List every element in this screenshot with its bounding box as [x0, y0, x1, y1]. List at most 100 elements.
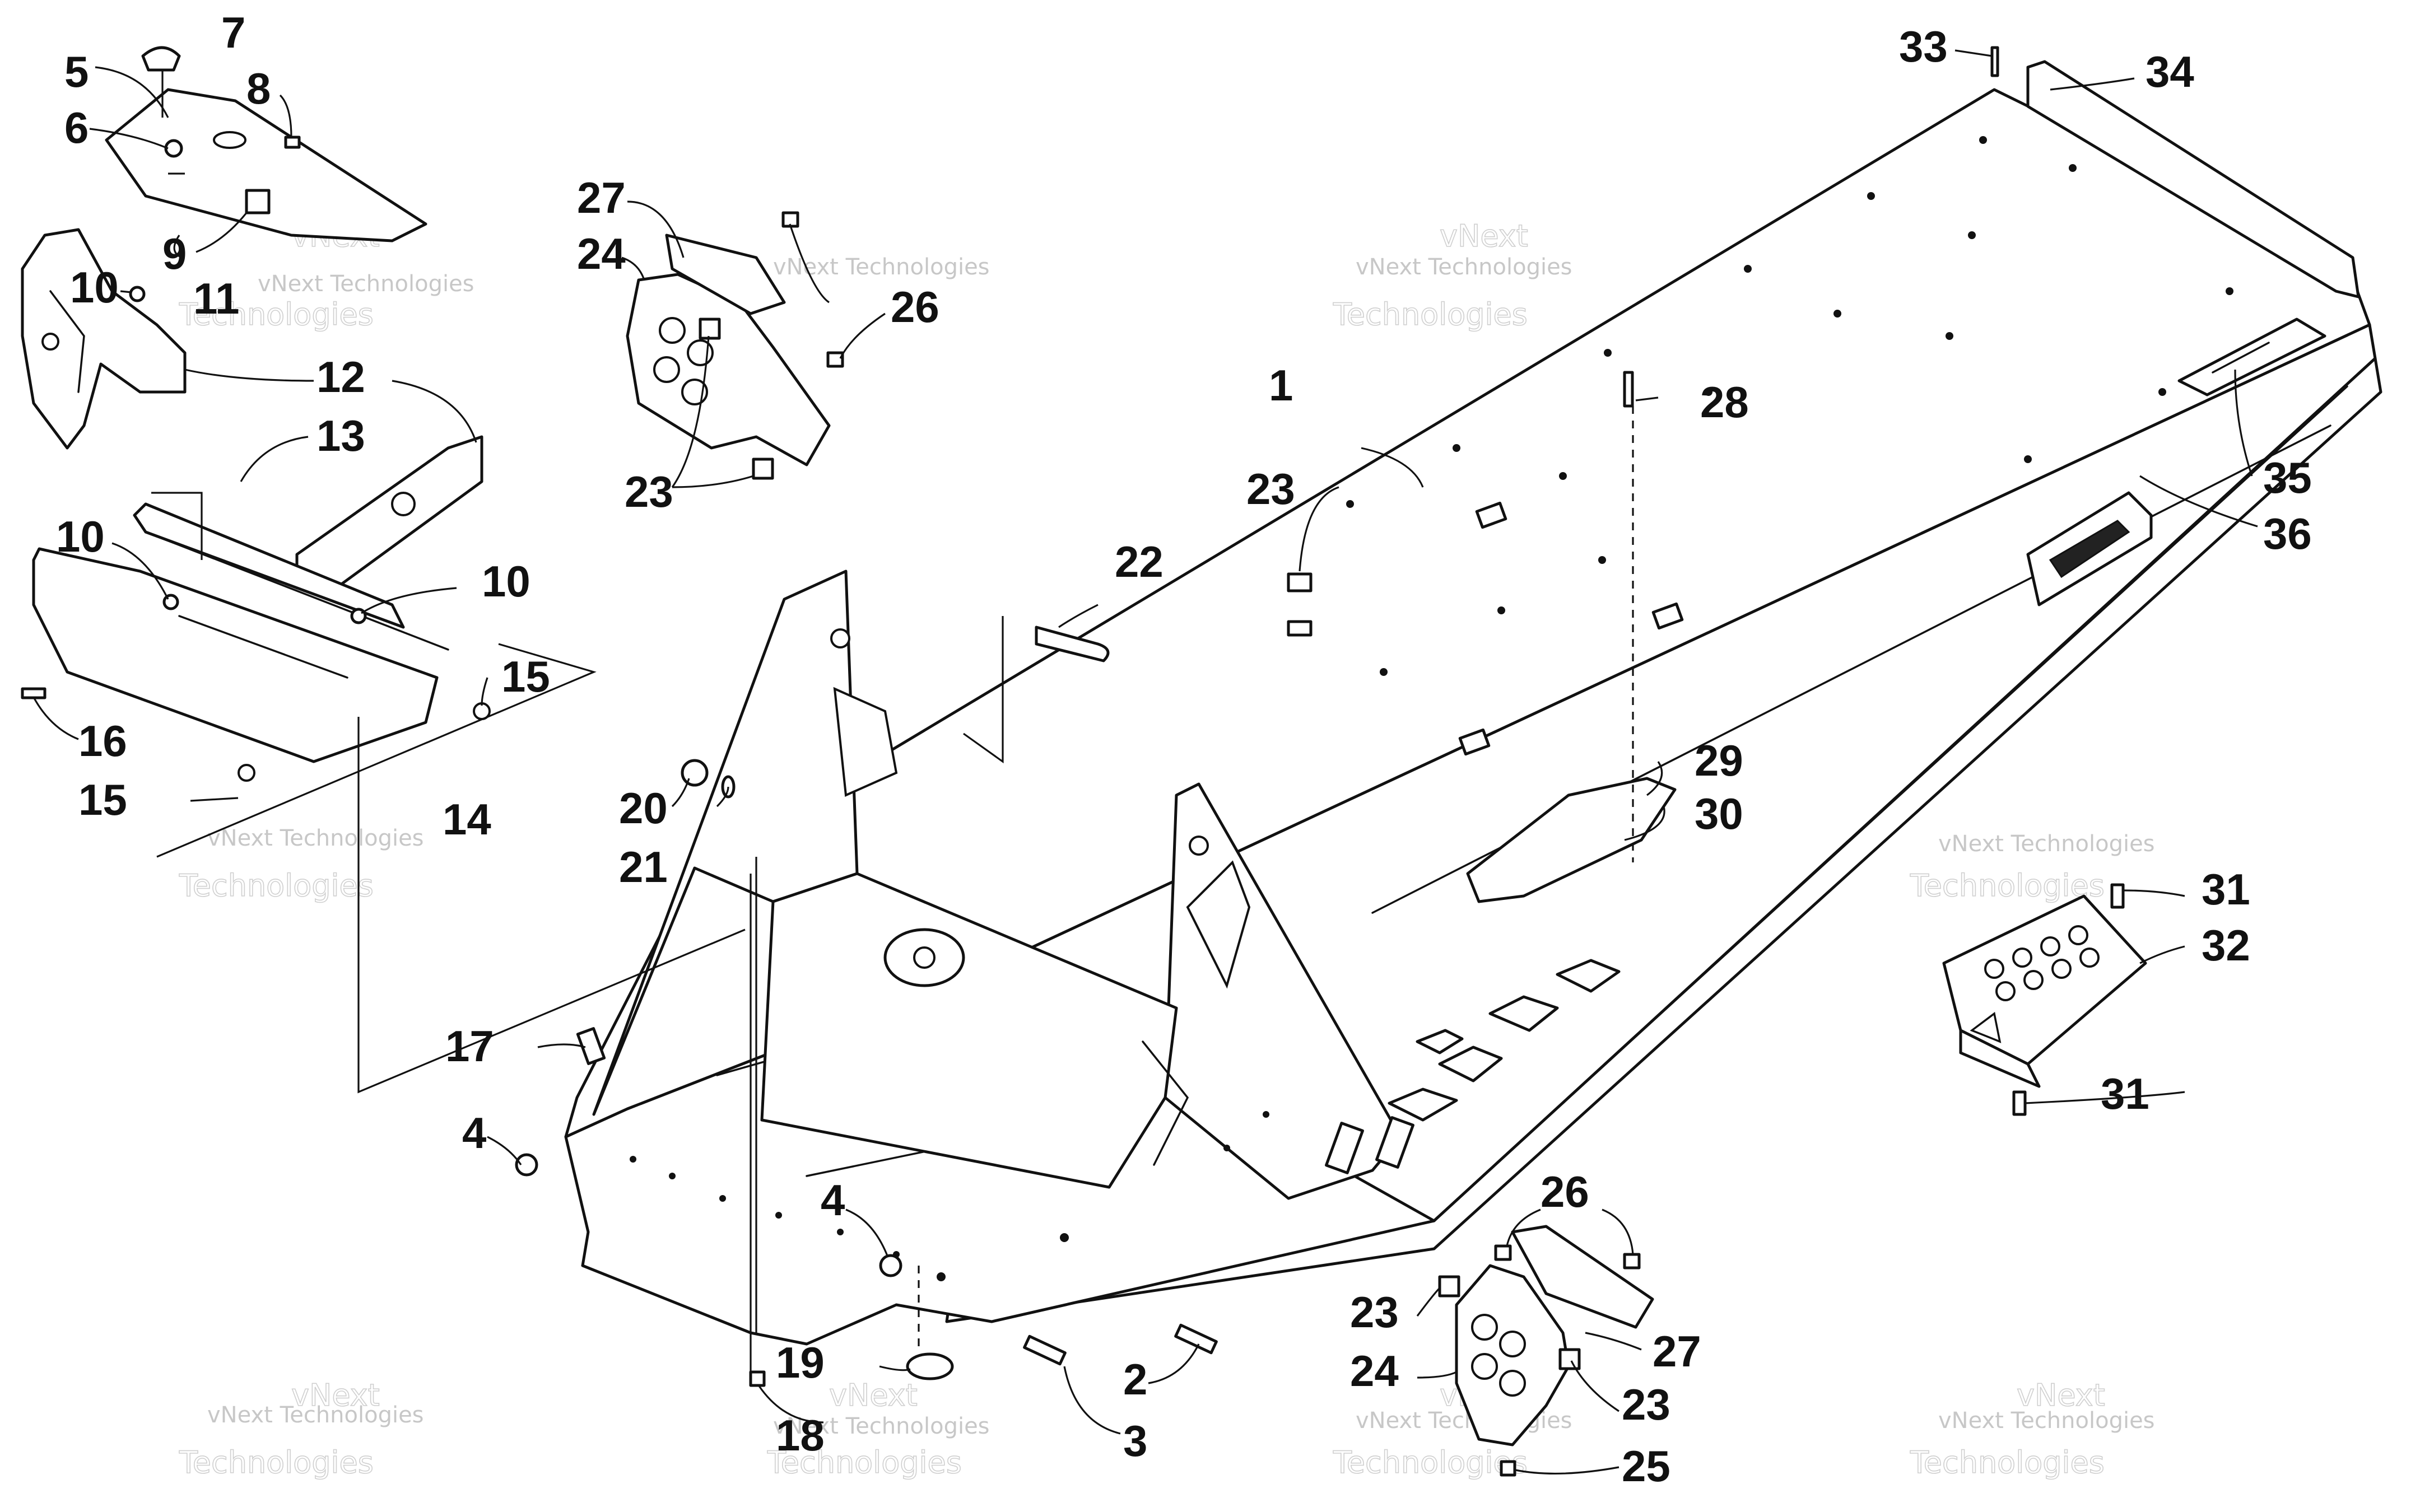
callout-22: 22 [1115, 537, 1164, 586]
callout-15: 15 [78, 775, 127, 824]
callout-10: 10 [56, 512, 105, 561]
pin-22 [1035, 626, 1110, 662]
leader-line [1515, 1466, 1619, 1475]
callout-20: 20 [619, 783, 668, 833]
callout-7: 7 [221, 8, 245, 57]
leader-line [1570, 1360, 1619, 1412]
frame-holes [630, 1111, 1269, 1281]
callout-28: 28 [1700, 377, 1749, 427]
leader-line [111, 542, 169, 600]
screw-18 [749, 1370, 766, 1387]
cover-clip [245, 189, 271, 214]
rail-crease [1433, 385, 2348, 1222]
leader-line [537, 1043, 586, 1048]
leader-line [487, 1136, 522, 1165]
side-panel-hole [41, 333, 59, 351]
pad-29 [1466, 777, 1677, 903]
leader-line [361, 587, 457, 614]
callout-23: 23 [1350, 1287, 1399, 1337]
watermark-text: vNext Technologies [1356, 254, 1572, 280]
callout-24: 24 [577, 229, 626, 278]
rail-34 [2026, 60, 2360, 298]
deck-clip [1458, 728, 1491, 756]
decal-35-hatch [2212, 342, 2270, 374]
leader-line [279, 94, 292, 138]
callout-30: 30 [1695, 789, 1743, 838]
bolt-3 [1023, 1334, 1067, 1366]
running-board-cutouts [1388, 959, 1621, 1122]
watermark-text: Technologies [1333, 297, 1528, 332]
callout-29: 29 [1695, 736, 1743, 785]
callout-9: 9 [162, 229, 187, 278]
watermark-text: Technologies [1910, 868, 2105, 903]
leader-line [120, 290, 132, 293]
callout-4: 4 [462, 1108, 486, 1158]
nut-4 [515, 1153, 538, 1177]
rivet-31 [2012, 1090, 2027, 1116]
rivet-33 [1990, 46, 1999, 77]
clip-23 [1558, 1348, 1581, 1370]
callout-2: 2 [1123, 1355, 1147, 1404]
side-panel [21, 228, 187, 450]
callout-31: 31 [2202, 865, 2250, 914]
step-plate-cutout [1970, 1011, 2002, 1043]
leader-line [879, 1365, 911, 1371]
callout-25: 25 [1622, 1441, 1670, 1491]
leader-line [184, 368, 314, 382]
callout-13: 13 [317, 411, 365, 460]
watermark-text: vNext Technologies [773, 254, 990, 280]
leader-line [1624, 806, 1665, 841]
callout-31: 31 [2101, 1069, 2149, 1118]
leader-line [1954, 49, 1993, 57]
leader-line [1585, 1332, 1642, 1351]
front-frame [564, 570, 1436, 1346]
callout-27: 27 [1653, 1327, 1701, 1376]
bracket-27 [665, 234, 786, 315]
bracket-hole [1471, 1314, 1498, 1341]
leader-line [1416, 1287, 1441, 1317]
bracket-assembly-bottom [1438, 1225, 1654, 1477]
leader-line [1299, 486, 1339, 572]
callout-24: 24 [1350, 1346, 1399, 1396]
plate-crease [178, 615, 348, 679]
knob [141, 46, 181, 72]
bulkhead-cutout [1142, 1040, 1189, 1166]
callout-11: 11 [193, 274, 239, 323]
watermark-text: Technologies [1333, 1445, 1528, 1480]
callout-26: 26 [891, 282, 939, 332]
leader-line [1417, 1371, 1457, 1379]
step-plate-edge [1959, 1029, 2041, 1088]
decal-36-stripe [2049, 520, 2130, 578]
callout-10: 10 [70, 263, 119, 312]
clip-23 [1438, 1275, 1460, 1298]
leader-line [173, 235, 183, 259]
callout-5: 5 [64, 47, 89, 96]
leader-line [481, 677, 488, 706]
watermark-text: vNext Technologies [1938, 1408, 2155, 1434]
leader-line [845, 1208, 889, 1258]
leader-line [627, 200, 685, 258]
screw-25 [1500, 1460, 1516, 1477]
watermark-text: Technologies [767, 1445, 962, 1480]
nut-20 [681, 759, 709, 787]
callout-26: 26 [1541, 1167, 1589, 1216]
leader-line [621, 256, 645, 281]
clip-23 [699, 318, 721, 340]
deck-clip [1651, 602, 1684, 630]
callout-4: 4 [821, 1175, 845, 1225]
leader-line [2050, 77, 2135, 91]
leader-line [1635, 396, 1659, 402]
cover-hole [213, 131, 246, 149]
leader-line [1148, 1343, 1200, 1384]
tower-cutout [833, 687, 898, 797]
callout-32: 32 [2202, 921, 2250, 970]
screw-26 [1623, 1253, 1641, 1270]
watermark-text: vNext Technologies [207, 1402, 424, 1428]
leader-line [240, 436, 309, 482]
console-cover [105, 88, 427, 242]
watermark-text: Technologies [1910, 1445, 2105, 1480]
leader-line [2139, 945, 2185, 964]
leader-lines [32, 49, 2258, 1475]
left-assembly [21, 46, 746, 1094]
group-bracket [156, 643, 597, 858]
